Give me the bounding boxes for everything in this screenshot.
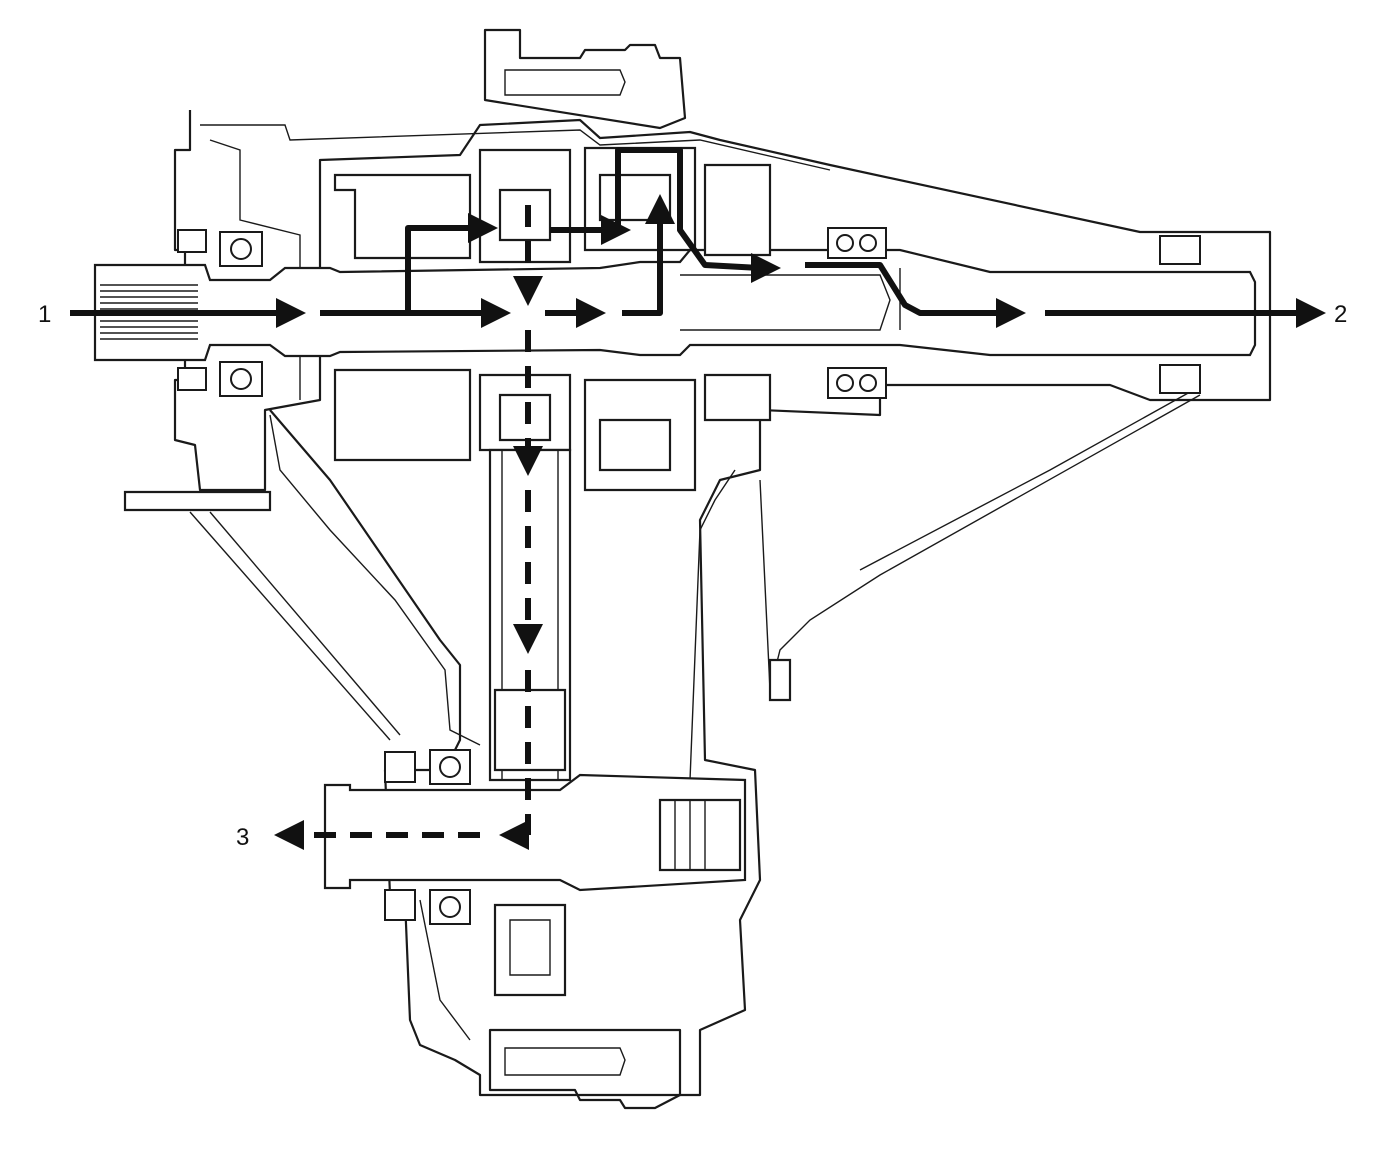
bearings [177, 227, 1201, 925]
input-label: 1 [38, 301, 52, 328]
power-flow-rear [70, 147, 1326, 328]
power-flow-front [274, 205, 543, 850]
main-shaft [93, 248, 1257, 362]
housing-outline [123, 28, 1272, 1110]
front-output-label: 3 [236, 824, 250, 851]
front-output-shaft [323, 773, 747, 892]
rear-output-label: 2 [1334, 301, 1348, 328]
